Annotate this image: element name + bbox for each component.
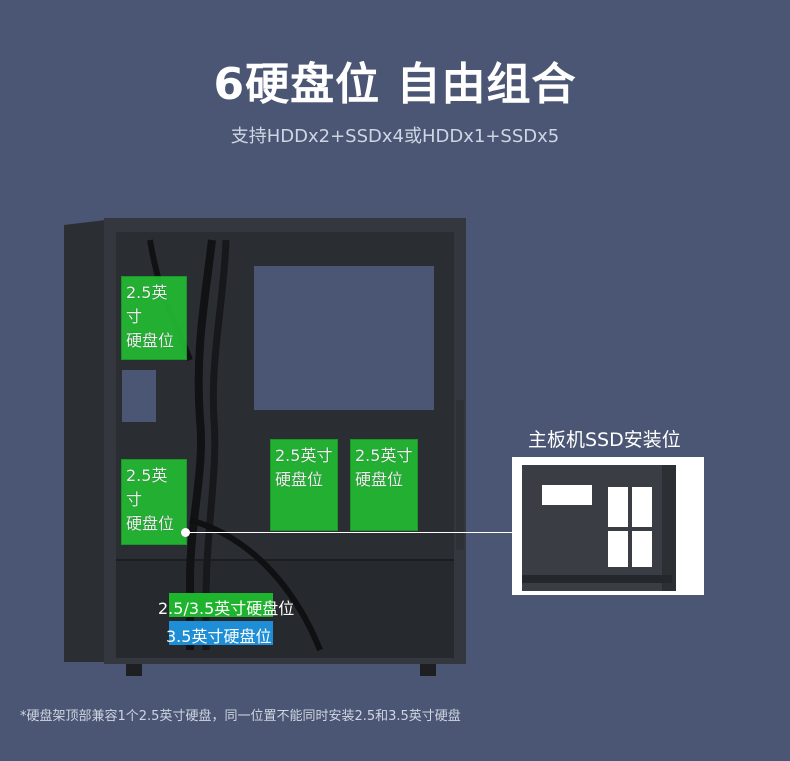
cable-4 bbox=[189, 517, 323, 652]
ssd-mount-detail-image bbox=[512, 457, 704, 595]
drive-zone-center-a: 2.5英寸 硬盘位 bbox=[270, 439, 338, 531]
case-front-edge bbox=[64, 220, 106, 662]
footnote: *硬盘架顶部兼容1个2.5英寸硬盘，同一位置不能同时安装2.5和3.5英寸硬盘 bbox=[20, 709, 461, 724]
cable-1 bbox=[186, 239, 216, 650]
zone-label-line1: 2.5英寸 bbox=[355, 446, 413, 465]
drive-zone-top-left: 2.5英寸 硬盘位 bbox=[121, 276, 187, 360]
bay-upper-highlight bbox=[169, 593, 273, 617]
ssd-mount-detail-drawing bbox=[512, 457, 704, 595]
page-subtitle: 支持HDDx2+SSDx4或HDDx1+SSDx5 bbox=[230, 126, 560, 147]
ssd-mount-label: 主板机SSD安装位 bbox=[528, 429, 681, 451]
callout-leader-line bbox=[185, 532, 512, 533]
bay-lower-label: 3.5英寸硬盘位 bbox=[166, 627, 272, 646]
bay-upper-label: 2.5/3.5英寸硬盘位 bbox=[158, 599, 295, 618]
drive-zone-mid-left: 2.5英寸 硬盘位 bbox=[121, 459, 187, 545]
callout-leader-dot bbox=[181, 528, 190, 537]
zone-label-line1: 2.5英寸 bbox=[275, 446, 333, 465]
page-title: 6硬盘位 自由组合 bbox=[213, 59, 577, 110]
zone-label-line2: 硬盘位 bbox=[126, 514, 175, 533]
case-rear-edge bbox=[456, 400, 464, 550]
zone-label-line2: 硬盘位 bbox=[126, 331, 175, 350]
cable-2 bbox=[202, 239, 230, 650]
side-cutout bbox=[122, 370, 156, 422]
bay-lower-highlight bbox=[169, 621, 273, 645]
drive-zone-center-b: 2.5英寸 硬盘位 bbox=[350, 439, 418, 531]
zone-label-line1: 2.5英寸 bbox=[126, 466, 168, 509]
case-foot-left bbox=[126, 664, 142, 676]
zone-label-line2: 硬盘位 bbox=[275, 470, 324, 489]
case-foot-right bbox=[420, 664, 436, 676]
tray-cutout bbox=[254, 266, 434, 410]
zone-label-line1: 2.5英寸 bbox=[126, 283, 168, 326]
zone-label-line2: 硬盘位 bbox=[355, 470, 404, 489]
